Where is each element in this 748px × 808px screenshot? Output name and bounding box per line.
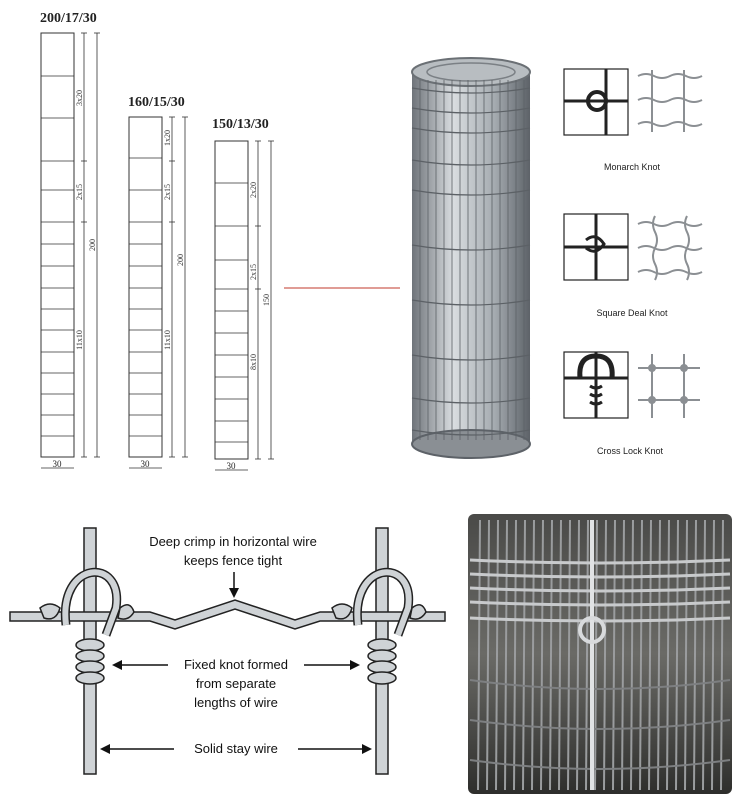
spec-title: 160/15/30 bbox=[128, 95, 185, 110]
knot-label-line2: from separate bbox=[196, 676, 276, 691]
arrow-left-icon bbox=[112, 660, 122, 670]
spec-150-13-30: 150/13/30 2x20 2x15 8x10 150 30 bbox=[212, 117, 274, 471]
knot-label: Monarch Knot bbox=[604, 162, 661, 172]
photo-knot-icon bbox=[578, 616, 606, 644]
monarch-mesh-icon bbox=[637, 70, 703, 132]
knot-square-deal: Square Deal Knot bbox=[563, 213, 703, 318]
arrow-right-icon bbox=[350, 660, 360, 670]
mesh-rows bbox=[215, 182, 248, 443]
square-deal-knot-icon bbox=[585, 235, 606, 253]
knot-label-line1: Fixed knot formed bbox=[184, 657, 288, 672]
top-spacing-label: 1x20 bbox=[163, 130, 172, 146]
cross-lock-knot-icon bbox=[577, 353, 615, 379]
roll-body bbox=[412, 72, 530, 444]
cross-lock-mesh-icon bbox=[638, 354, 700, 418]
fixed-knot-right-icon bbox=[331, 567, 427, 685]
roll-bottom bbox=[411, 429, 531, 459]
fence-closeup-photo bbox=[468, 514, 732, 794]
spec-title: 200/17/30 bbox=[40, 11, 97, 26]
roll-top bbox=[411, 57, 531, 87]
arrow-right-icon bbox=[362, 744, 372, 754]
photo-wires bbox=[469, 519, 731, 791]
monarch-knot-icon bbox=[586, 90, 608, 112]
mesh-panel bbox=[40, 32, 75, 458]
low-spacing-label: 8x10 bbox=[249, 354, 258, 370]
stay-label: Solid stay wire bbox=[194, 741, 278, 756]
mid-spacing-label: 2x15 bbox=[249, 264, 258, 280]
low-spacing-label: 11x10 bbox=[75, 330, 84, 350]
knot-monarch: Monarch Knot bbox=[563, 68, 703, 172]
height-label: 200 bbox=[176, 254, 185, 266]
spec-160-15-30: 160/15/30 1x20 2x15 11x10 200 30 bbox=[128, 95, 188, 469]
knot-label: Square Deal Knot bbox=[596, 308, 668, 318]
spec-200-17-30: 200/17/30 3x20 2x15 11x10 200 30 bbox=[40, 11, 100, 469]
top-spacing-label: 3x20 bbox=[75, 90, 84, 106]
width-label: 30 bbox=[53, 459, 63, 469]
width-label: 30 bbox=[141, 459, 151, 469]
crimp-arrow-head-icon bbox=[229, 588, 239, 598]
roll-wires bbox=[411, 80, 531, 440]
spec-title: 150/13/30 bbox=[212, 117, 269, 132]
width-label: 30 bbox=[227, 461, 237, 471]
crimp-label-line2: keeps fence tight bbox=[184, 553, 283, 568]
knot-label: Cross Lock Knot bbox=[597, 446, 664, 456]
arrow-left-icon bbox=[100, 744, 110, 754]
fixed-knot-left-icon bbox=[39, 567, 135, 685]
square-deal-mesh-icon bbox=[637, 215, 703, 281]
top-spacing-label: 2x20 bbox=[249, 182, 258, 198]
low-spacing-label: 11x10 bbox=[163, 330, 172, 350]
mesh-panel bbox=[214, 140, 249, 460]
height-label: 150 bbox=[262, 294, 271, 306]
mesh-rows bbox=[129, 157, 162, 437]
mid-spacing-label: 2x15 bbox=[163, 184, 172, 200]
fence-roll-image bbox=[411, 57, 531, 459]
height-label: 200 bbox=[88, 239, 97, 251]
mesh-rows bbox=[41, 75, 74, 437]
mid-spacing-label: 2x15 bbox=[75, 184, 84, 200]
knot-label-line3: lengths of wire bbox=[194, 695, 278, 710]
knot-cross-lock: Cross Lock Knot bbox=[563, 351, 700, 456]
fixed-knot-diagram: Deep crimp in horizontal wire keeps fenc… bbox=[9, 527, 446, 775]
crimp-label-line1: Deep crimp in horizontal wire bbox=[149, 534, 317, 549]
mesh-panel bbox=[128, 116, 163, 458]
